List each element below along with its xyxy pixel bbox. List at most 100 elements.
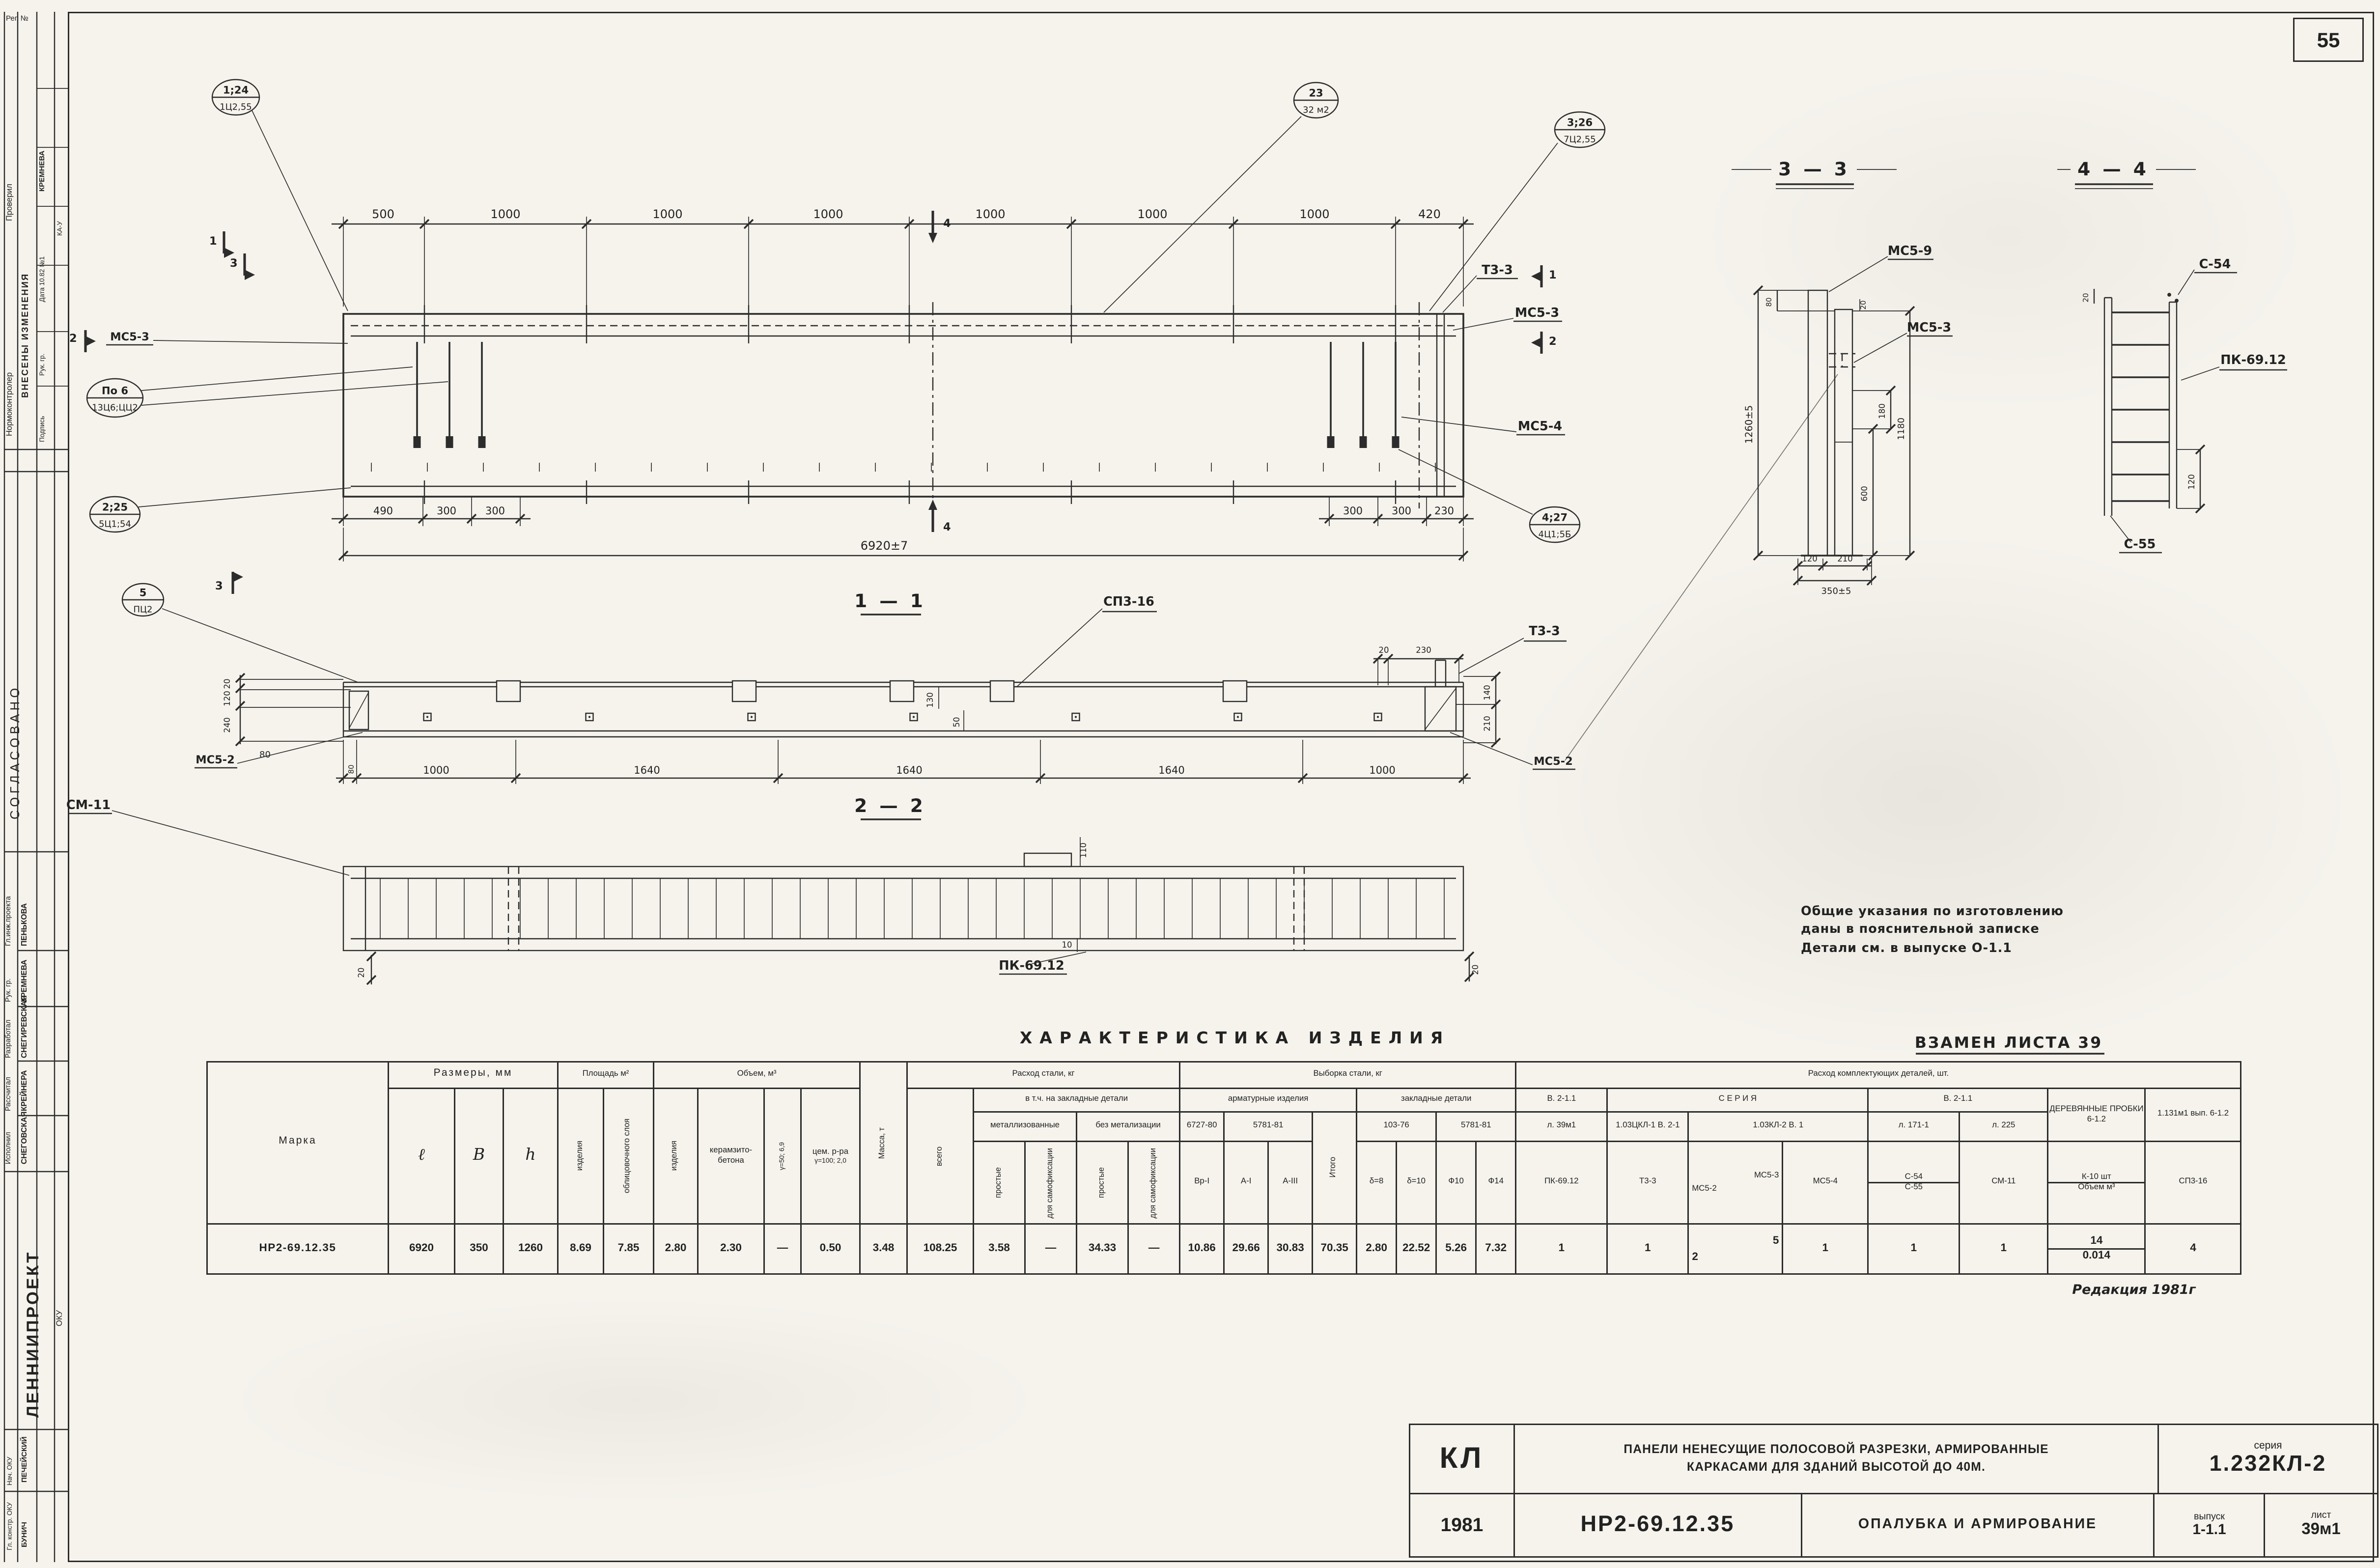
dim-label: 230	[1434, 505, 1454, 517]
cell-vsego: 108.25	[906, 1223, 975, 1275]
dim-label: 120	[223, 691, 232, 706]
detail-label-sm-11: СМ-11	[66, 798, 111, 812]
col-header-pl-oblic: облицовочного слоя	[603, 1088, 654, 1225]
callout-text: 13Ц6;ЦЦ2	[92, 403, 138, 413]
dim-label: 20	[223, 679, 232, 689]
dim-label: 210	[1837, 554, 1853, 563]
col-header-sm11: СМ-11	[1959, 1141, 2049, 1225]
detail-label-pk-69-12: ПК-69.12	[999, 958, 1064, 973]
dim-label: 180	[1877, 403, 1887, 419]
callout-text: 4Ц1;5Б	[1539, 530, 1571, 540]
col-header-gost-d: 5781-81	[1435, 1111, 1517, 1142]
plan-bottom-dimensions: 490 300 300 300 300 230 6920±7	[332, 497, 1474, 561]
cut-mark-3: 3	[230, 257, 238, 270]
col-header-seriya-2: 1.03КЛ-2 В. 1	[1687, 1111, 1869, 1142]
cell-a1: 29.66	[1223, 1223, 1269, 1275]
sheet-label: лист	[2311, 1511, 2331, 1521]
cell-met-sf: —	[1024, 1223, 1078, 1275]
cell-itogo: 70.35	[1312, 1223, 1358, 1275]
stamp-grid-lines	[3, 12, 68, 1562]
dim-label: 120	[1802, 554, 1818, 563]
dim-label: 1000	[490, 207, 520, 221]
section-title: 1 — 1	[854, 590, 926, 612]
dim-label: 1000	[813, 207, 843, 221]
page-number: 55	[2293, 18, 2364, 62]
section-3-3: 3 — 3 1260±5 80 20 600 180 1180	[1565, 158, 1953, 761]
dim-label: 50	[952, 717, 961, 728]
cell-ms52-ms53: 2 5	[1687, 1223, 1784, 1275]
callout-text: 1Ц2,55	[220, 102, 252, 112]
cut-mark-3: 3	[215, 580, 223, 592]
col-header-h: h	[503, 1088, 559, 1225]
detail-label-ms5-2: МС5-2	[196, 754, 235, 766]
dim-label: 1000	[975, 207, 1005, 221]
dim-label: 20	[1859, 300, 1868, 309]
col-header-d8: δ=8	[1356, 1141, 1398, 1225]
dim-label: 110	[1079, 842, 1088, 858]
dim-label: 80	[347, 764, 356, 774]
section-1-1: 1 — 1 СП3-16	[195, 590, 1575, 784]
title-block-kl: КЛ	[1439, 1442, 1484, 1475]
col-header-l225: л. 225	[1959, 1111, 2049, 1142]
dim-label: 420	[1418, 207, 1441, 221]
anchor-group-left	[413, 342, 486, 448]
cell-pl-izd: 8.69	[557, 1223, 604, 1275]
detail-label-ms5-2: МС5-2	[1534, 755, 1573, 768]
dim-label: 1000	[1137, 207, 1167, 221]
dim-label: 1640	[1158, 764, 1184, 776]
col-header-razmery: Размеры, мм	[388, 1061, 559, 1089]
cut-mark-2: 2	[69, 332, 77, 345]
dim-label: 1000	[423, 764, 449, 776]
col-header-l171: л. 171-1	[1867, 1111, 1960, 1142]
title-block: КЛ ПАНЕЛИ НЕНЕСУЩИЕ ПОЛОСОВОЙ РАЗРЕЗКИ, …	[1409, 1424, 2379, 1559]
col-header-l39: л. 39м1	[1515, 1111, 1608, 1142]
title-block-sheet-title: ОПАЛУБКА И АРМИРОВАНИЕ	[1858, 1516, 2098, 1533]
cell-l: 6920	[388, 1223, 455, 1275]
col-header-d10: δ=10	[1396, 1141, 1437, 1225]
issue-value: 1-1.1	[2192, 1522, 2226, 1539]
dim-label: 10	[1062, 940, 1072, 950]
dim-label: 600	[1860, 486, 1869, 502]
col-header-samofix: для самофиксации	[1127, 1141, 1181, 1225]
cell-a3: 30.83	[1267, 1223, 1314, 1275]
dim-label: 1180	[1896, 418, 1906, 440]
dim-label: 20	[1471, 965, 1480, 975]
col-header-massa: Масса, т	[859, 1061, 908, 1225]
dim-label: 120	[2187, 474, 2196, 490]
plan-top-dimensions: 500 1000 1000 1000 1000 1000 1000 420	[332, 207, 1474, 307]
detail-label-ms5-3-left: МС5-3	[110, 331, 149, 343]
col-header-v131: 1.131м1 вып. 6-1.2	[2144, 1088, 2242, 1142]
cell-met-pr: 3.58	[973, 1223, 1026, 1275]
col-header-marka: Марка	[206, 1061, 389, 1225]
col-header-keramzit: керамзито- бетона	[697, 1088, 765, 1225]
col-header-seriya: С Е Р И Я	[1606, 1088, 1869, 1113]
cell-ms54: 1	[1782, 1223, 1869, 1275]
detail-label-c-54: С-54	[2199, 257, 2231, 272]
callout-text: ПЦ2	[134, 605, 153, 615]
section-cut-marks: 4 4 1 3 3 2 1 2	[69, 211, 1557, 594]
dim-label: 300	[1392, 505, 1411, 517]
characteristics-table: Марка Размеры, мм Площадь м² Объем, м³ М…	[206, 1061, 2242, 1275]
detail-label-t33: Т3-3	[1482, 263, 1512, 278]
title-block-description-1: ПАНЕЛИ НЕНЕСУЩИЕ ПОЛОСОВОЙ РАЗРЕЗКИ, АРМ…	[1624, 1442, 2049, 1456]
col-header-prostye: простые	[1076, 1141, 1129, 1225]
col-header-vtch: в т.ч. на закладные детали	[973, 1088, 1181, 1113]
dim-label: 80	[259, 750, 271, 760]
section-title: 3 — 3	[1778, 158, 1850, 180]
cell-pl-obl: 7.85	[603, 1223, 654, 1275]
note-line: Общие указания по изготовлению	[1801, 904, 2064, 919]
callout-text: 23	[1309, 87, 1323, 99]
dim-label: 1000	[1369, 764, 1395, 776]
dim-label: 20	[357, 968, 366, 978]
detail-label-ms5-9: МС5-9	[1888, 244, 1932, 258]
col-header-l: ℓ	[388, 1088, 455, 1225]
cell-f10: 5.26	[1435, 1223, 1477, 1275]
table-title: ХАРАКТЕРИСТИКА ИЗДЕЛИЯ	[1020, 1028, 1450, 1047]
col-header-a1: А-I	[1223, 1141, 1269, 1225]
